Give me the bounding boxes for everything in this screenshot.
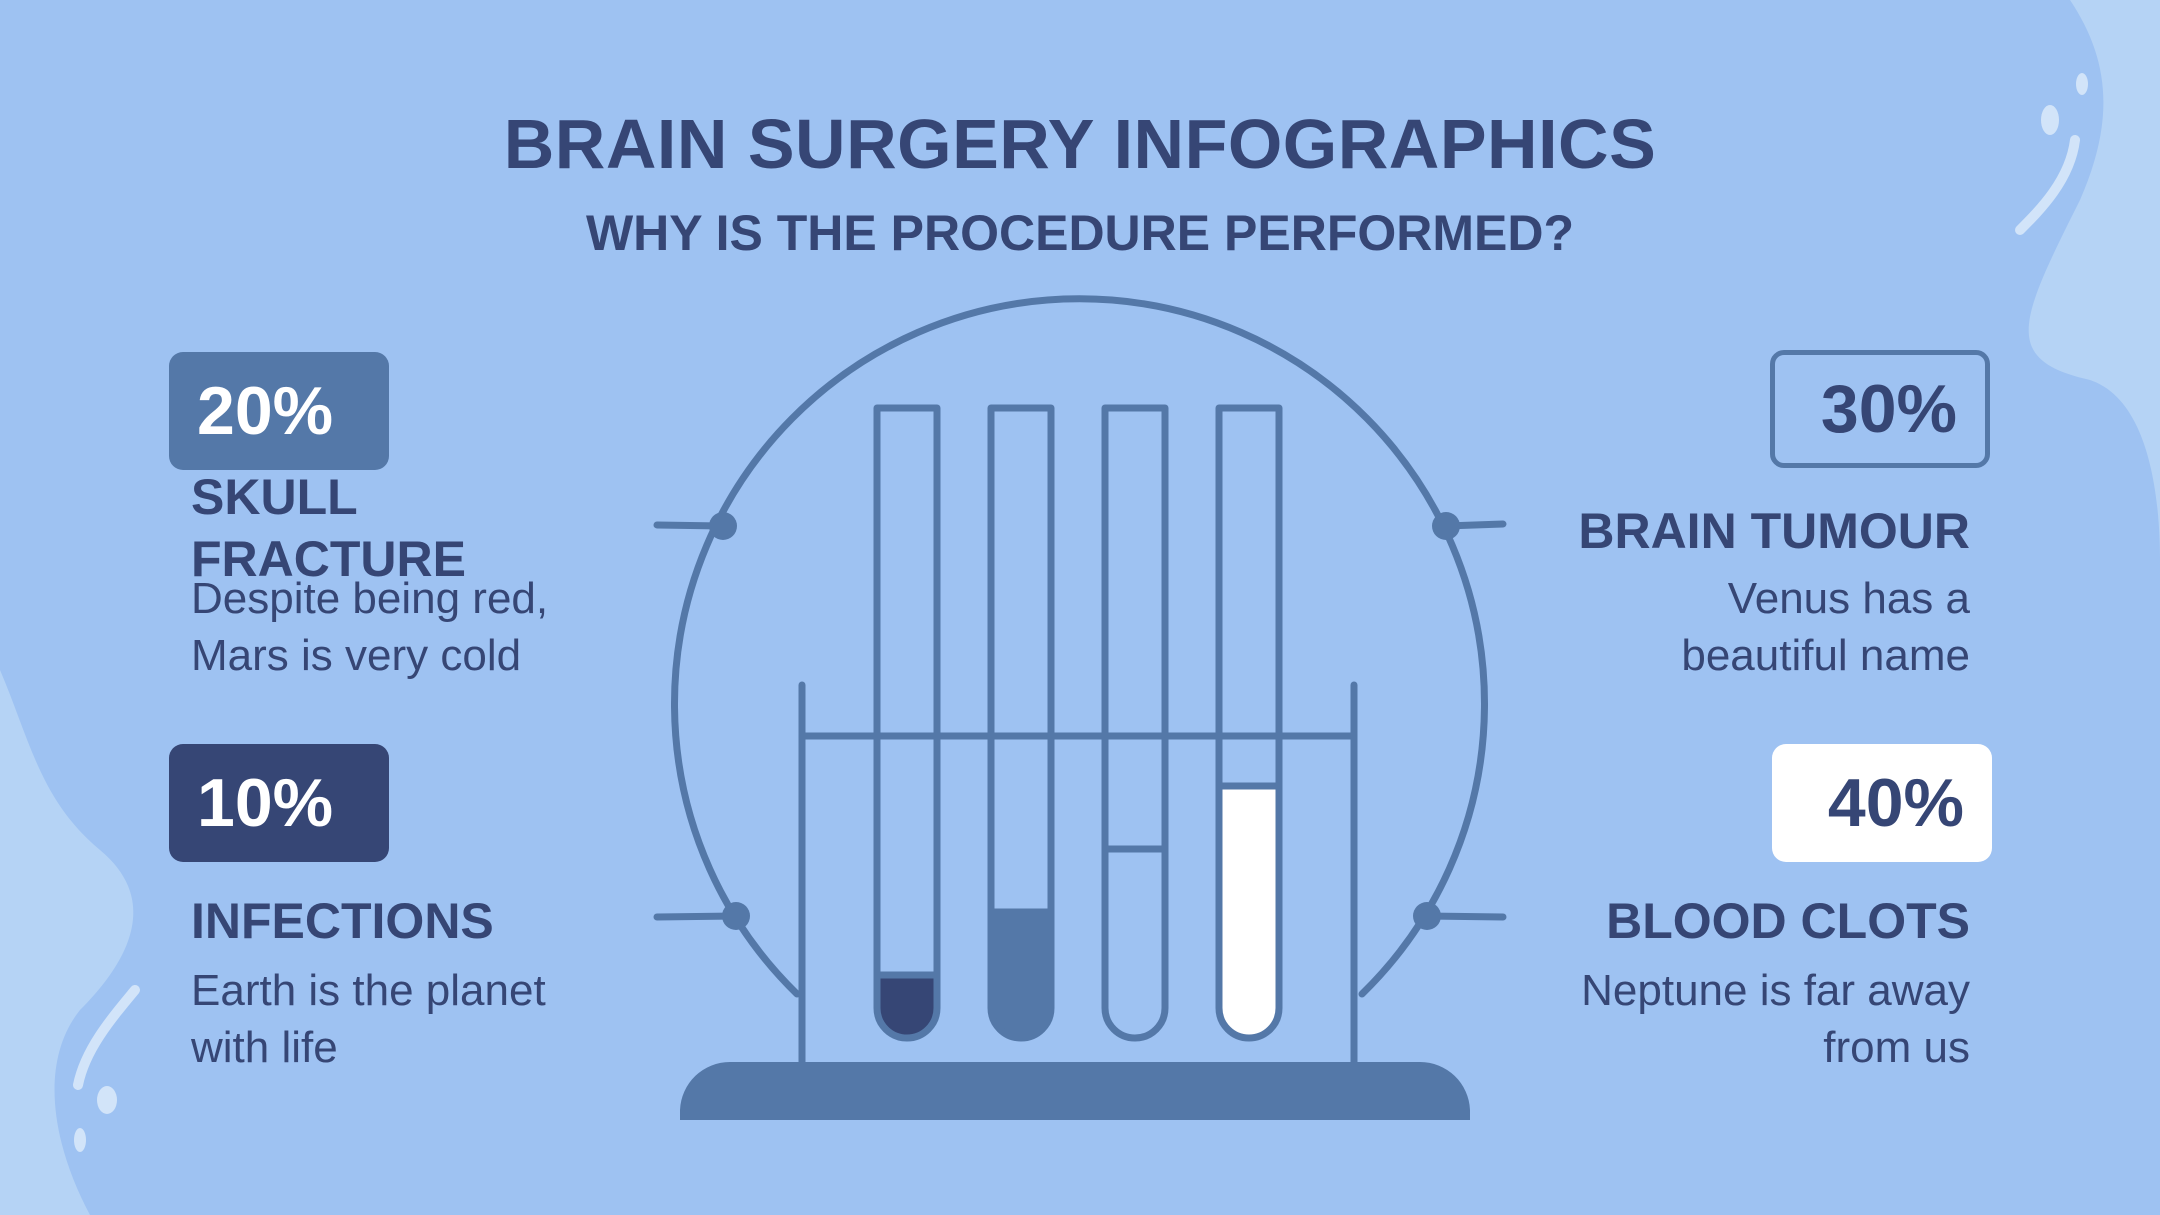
connector-dot-bottom-left [722, 902, 750, 930]
percent-badge-blood-clots: 40% [1772, 744, 1992, 862]
test-tube [1101, 404, 1169, 1042]
connector-dot-bottom-right [1413, 902, 1441, 930]
test-tube-liquid [877, 975, 937, 1038]
test-tube-liquid [1219, 786, 1279, 1038]
description-infections: Earth is the planet with life [191, 966, 546, 1073]
description-brain-tumour: Venus has a beautiful name [1681, 574, 1970, 681]
percent-value: 40% [1827, 765, 1964, 841]
test-tube-liquid [1105, 849, 1165, 1038]
label-blood-clots: BLOOD CLOTS [1606, 893, 1970, 949]
connector-dot-top-left [709, 512, 737, 540]
percent-badge-skull-fracture: 20% [169, 352, 389, 470]
left-wave-highlight [73, 985, 140, 1090]
page-title: BRAIN SURGERY INFOGRAPHICS [503, 105, 1657, 183]
left-bubble [97, 1086, 117, 1114]
rack-base [680, 1062, 1470, 1120]
label-brain-tumour: BRAIN TUMOUR [1578, 503, 1970, 559]
left-wave-shape [0, 670, 134, 1215]
right-wave-shape [2028, 0, 2160, 560]
label-infections: INFECTIONS [191, 893, 494, 949]
test-tube [1215, 404, 1283, 1042]
test-tubes [873, 404, 1283, 1042]
right-wave-highlight [2015, 135, 2080, 235]
description-skull-fracture: Despite being red, Mars is very cold [191, 574, 549, 681]
percent-badge-infections: 10% [169, 744, 389, 862]
percent-value: 20% [197, 373, 334, 449]
percent-value: 10% [197, 765, 334, 841]
left-bubble-small [74, 1128, 86, 1152]
test-tube [987, 404, 1055, 1042]
right-bubble-small [2076, 73, 2088, 95]
right-bubble [2041, 105, 2059, 135]
test-tube-liquid [991, 912, 1051, 1038]
test-tube [873, 404, 941, 1042]
description-blood-clots: Neptune is far away from us [1581, 966, 1970, 1073]
page-subtitle: WHY IS THE PROCEDURE PERFORMED? [585, 205, 1575, 261]
percent-value: 30% [1820, 371, 1957, 447]
circle-frame [671, 295, 1488, 998]
percent-badge-brain-tumour: 30% [1770, 350, 1990, 468]
connector-dot-top-right [1432, 512, 1460, 540]
label-skull-fracture: SKULL FRACTURE [191, 469, 466, 587]
